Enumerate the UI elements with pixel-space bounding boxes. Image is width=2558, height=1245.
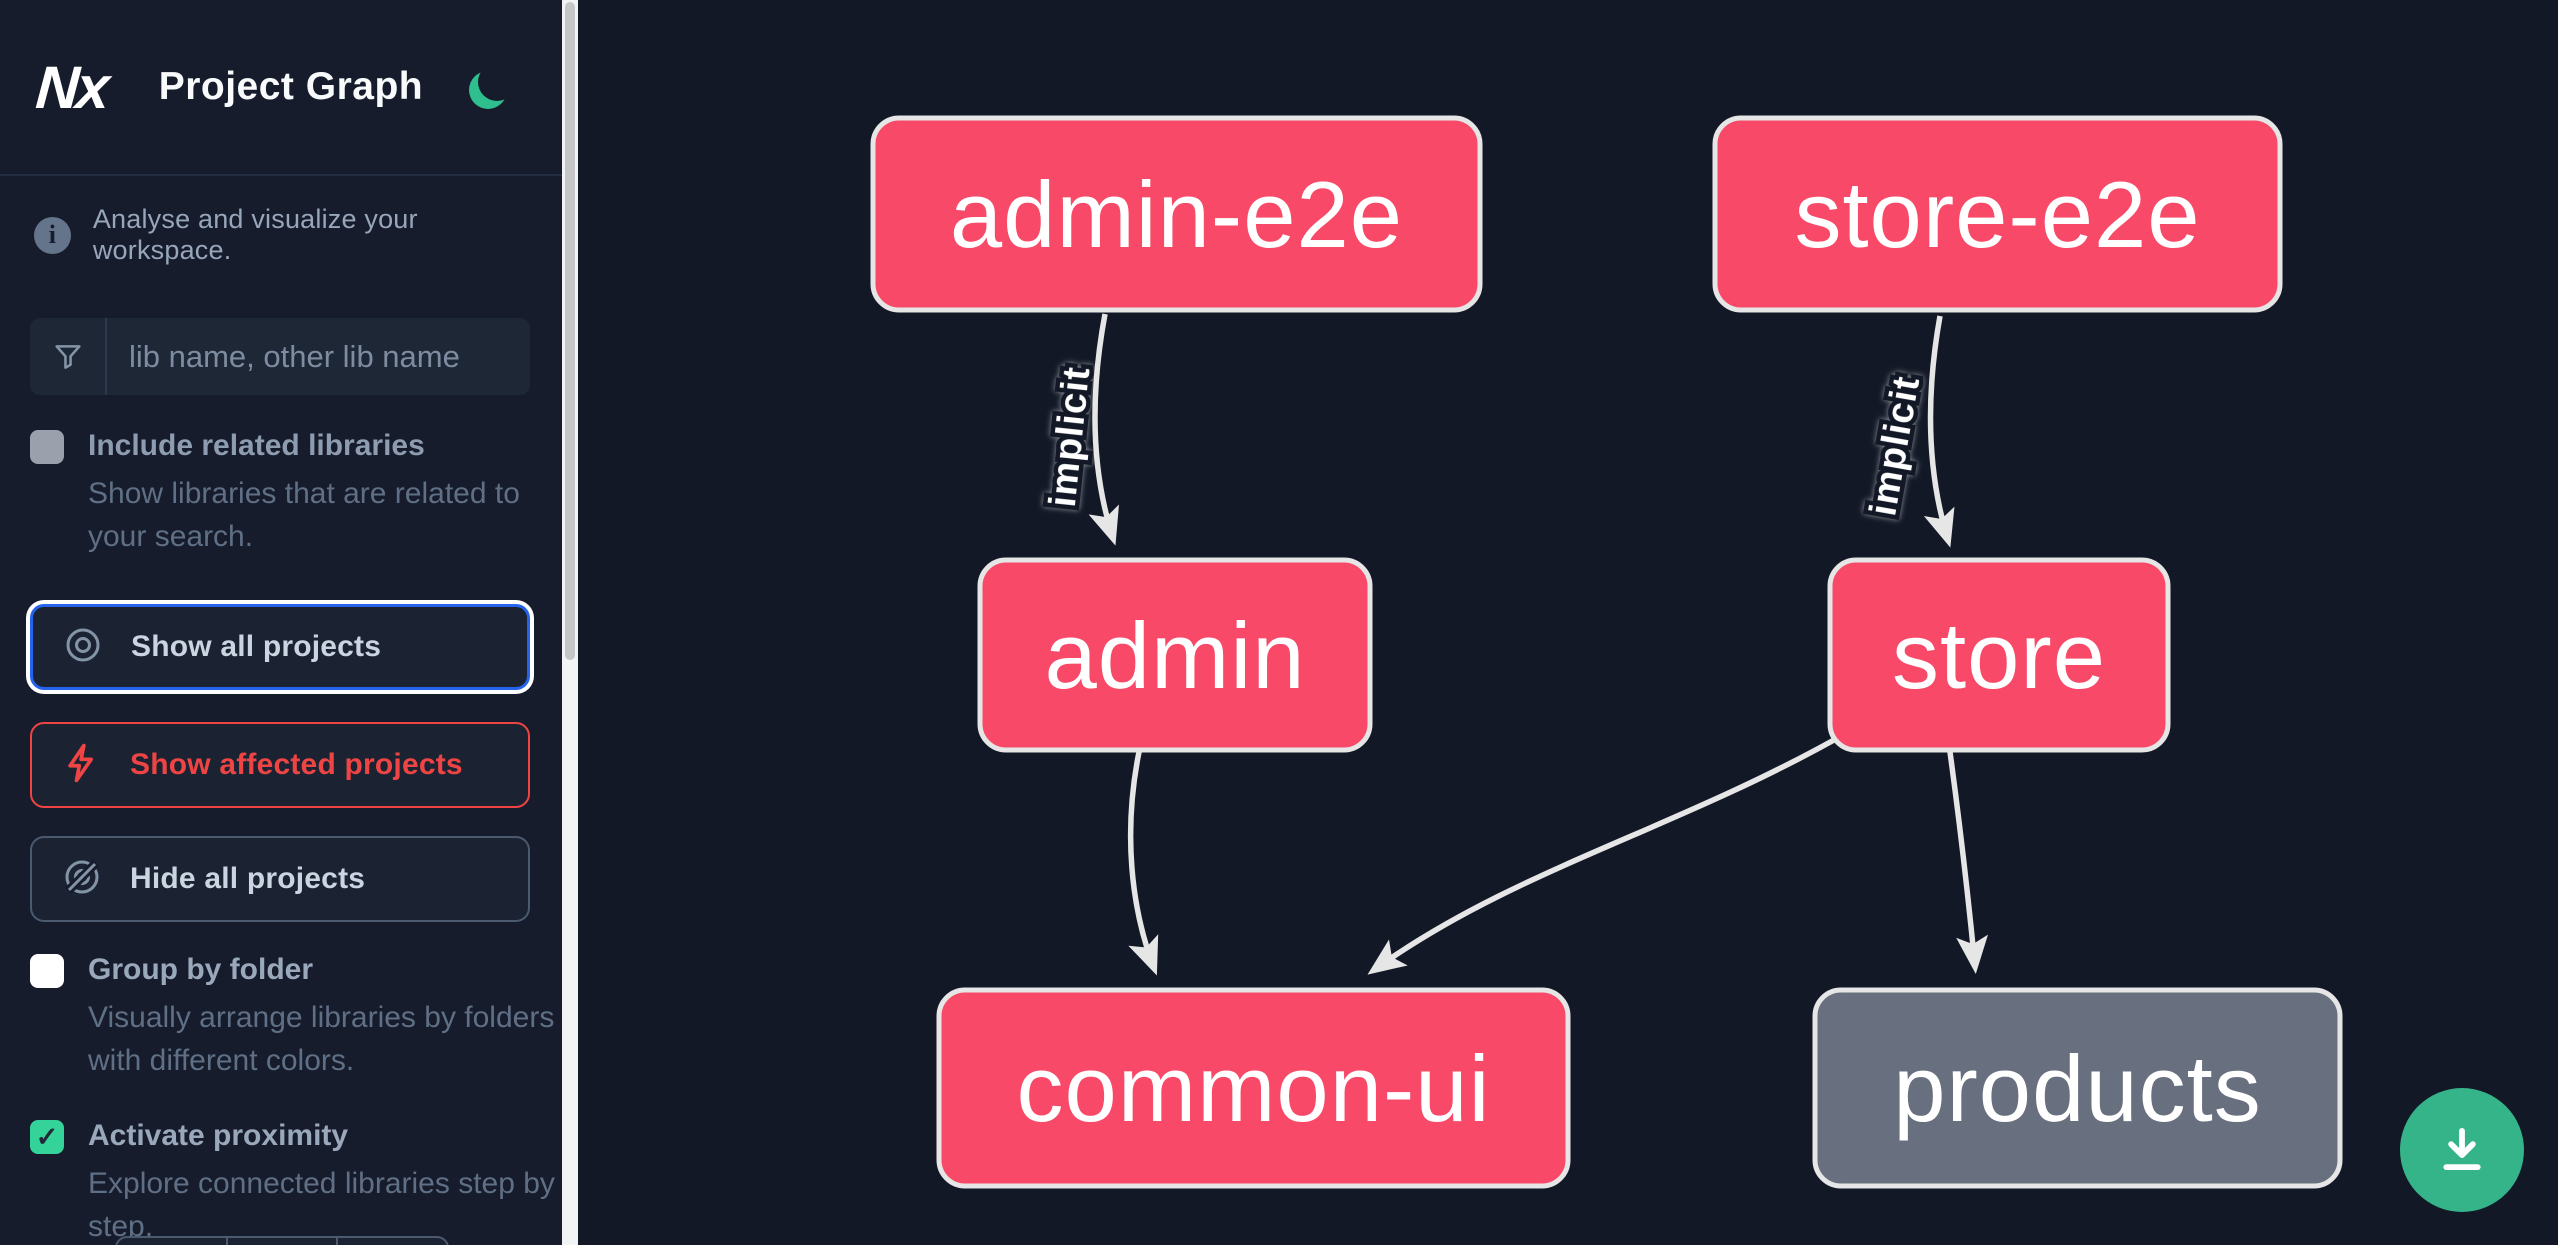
page-title: Project Graph <box>158 65 424 108</box>
eye-icon <box>61 623 105 672</box>
option-group-by-folder: Group by folder Visually arrange librari… <box>30 952 568 1082</box>
edge-admin-e2e-to-admin <box>1088 313 1119 546</box>
include-related-checkbox[interactable] <box>30 430 64 464</box>
sidebar-scrollbar-thumb[interactable] <box>565 2 575 660</box>
graph-node-common-ui[interactable]: common-ui <box>936 987 1571 1189</box>
segmented-control-partial[interactable] <box>115 1236 449 1245</box>
download-image-button[interactable] <box>2400 1088 2524 1212</box>
activate-proximity-label: Activate proximity <box>88 1119 349 1152</box>
node-label-admin: admin <box>1044 603 1305 708</box>
edge-admin-to-common-ui <box>1127 751 1159 976</box>
sidebar: Nx Project Graph i Analyse and visualize… <box>0 0 562 1245</box>
funnel-icon <box>30 318 107 395</box>
edge-label-implicit: implicit <box>1042 364 1099 509</box>
show-all-projects-label: Show all projects <box>131 630 382 663</box>
include-related-label: Include related libraries <box>88 429 425 462</box>
option-activate-proximity: ✓ Activate proximity Explore connected l… <box>30 1118 568 1245</box>
sidebar-scrollbar-track[interactable] <box>562 0 578 1245</box>
segment-2[interactable] <box>228 1238 339 1245</box>
workspace-tagline-row: i Analyse and visualize your workspace. <box>34 204 562 266</box>
node-label-store-e2e: store-e2e <box>1794 162 2200 267</box>
segment-1[interactable] <box>117 1238 228 1245</box>
node-label-common-ui: common-ui <box>1017 1036 1491 1141</box>
option-include-related-libraries: Include related libraries Show libraries… <box>30 428 568 558</box>
graph-node-store[interactable]: store <box>1827 557 2171 753</box>
nx-logo: Nx <box>33 53 110 121</box>
group-by-folder-checkbox[interactable] <box>30 954 64 988</box>
group-by-folder-label: Group by folder <box>88 953 313 986</box>
download-icon <box>2433 1120 2491 1181</box>
edge-store-to-products <box>1947 751 1988 974</box>
activate-proximity-description: Explore connected libraries step by step… <box>88 1167 555 1243</box>
sidebar-header: Nx Project Graph <box>0 0 562 176</box>
node-label-products: products <box>1893 1036 2262 1141</box>
edge-store-e2e-to-store <box>1923 315 1955 548</box>
graph-node-admin[interactable]: admin <box>977 557 1373 753</box>
graph-node-store-e2e[interactable]: store-e2e <box>1712 115 2283 313</box>
node-label-admin-e2e: admin-e2e <box>950 162 1403 267</box>
edge-store-to-common-ui <box>1367 737 1836 975</box>
segment-3[interactable] <box>338 1238 447 1245</box>
dark-mode-toggle-moon-icon[interactable] <box>478 63 516 101</box>
group-by-folder-description: Visually arrange libraries by folders wi… <box>88 1001 555 1077</box>
project-graph-svg[interactable]: implicit implicit admin-e2e store-e2e admin s… <box>578 0 2558 1245</box>
graph-canvas[interactable]: implicit implicit admin-e2e store-e2e admin s… <box>578 0 2558 1245</box>
hide-all-projects-button[interactable]: Hide all projects <box>30 836 530 922</box>
workspace-tagline: Analyse and visualize your workspace. <box>92 204 418 265</box>
hide-all-projects-label: Hide all projects <box>130 862 366 895</box>
node-label-store: store <box>1892 603 2106 708</box>
include-related-description: Show libraries that are related to your … <box>88 477 520 553</box>
edge-label-implicit: implicit <box>1862 373 1928 519</box>
info-icon: i <box>34 216 71 254</box>
activate-proximity-checkbox[interactable]: ✓ <box>30 1120 64 1154</box>
lightning-bolt-icon <box>60 741 104 790</box>
project-filter-input[interactable] <box>107 318 530 395</box>
show-all-projects-button[interactable]: Show all projects <box>30 604 530 690</box>
project-filter <box>30 318 530 395</box>
eye-off-icon <box>60 855 104 904</box>
graph-node-products[interactable]: products <box>1812 987 2343 1189</box>
show-affected-projects-button[interactable]: Show affected projects <box>30 722 530 808</box>
show-affected-projects-label: Show affected projects <box>130 748 463 781</box>
graph-node-admin-e2e[interactable]: admin-e2e <box>870 115 1483 313</box>
